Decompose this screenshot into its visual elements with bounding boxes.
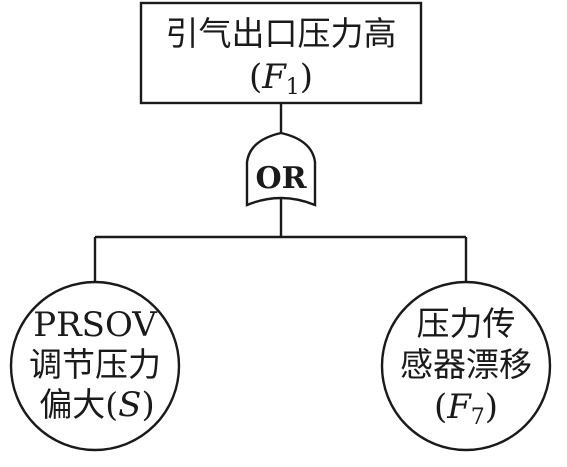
left-event-line2: 调节压力 <box>29 345 161 384</box>
top-event-title: 引气出口压力高 <box>166 14 397 53</box>
top-event-code: (F1) <box>249 57 313 100</box>
right-event-line1: 压力传 <box>417 304 516 343</box>
right-event-circle <box>380 280 552 452</box>
right-event-code: (F7) <box>434 387 498 430</box>
top-event: 引气出口压力高 (F1) <box>139 1 423 105</box>
left-event-circle <box>9 280 181 452</box>
left-basic-event: PRSOV 调节压力 偏大(S) <box>9 280 181 452</box>
or-gate-label: OR <box>255 161 307 196</box>
branch-connectors <box>93 199 468 282</box>
right-event-line2: 感器漂移 <box>400 345 532 384</box>
or-gate: OR <box>245 131 317 207</box>
right-basic-event: 压力传 感器漂移 (F7) <box>380 280 552 452</box>
or-gate-shape <box>245 131 317 207</box>
left-event-line1: PRSOV <box>33 305 158 345</box>
left-event-line3: 偏大(S) <box>39 385 154 425</box>
